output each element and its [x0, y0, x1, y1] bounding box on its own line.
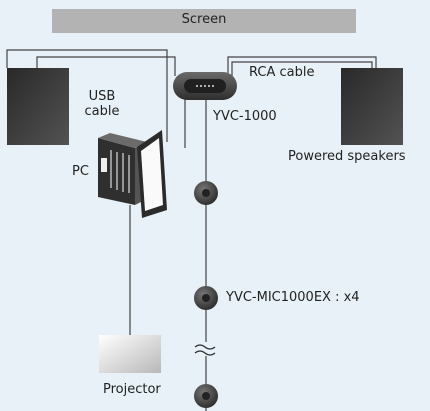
hub-label: YVC-1000 — [213, 109, 277, 124]
pc-icon — [98, 130, 167, 218]
screen-label: Screen — [181, 12, 227, 27]
rca-cable-label: RCA cable — [249, 65, 315, 80]
mic-label: YVC-MIC1000EX : x4 — [226, 290, 360, 305]
pc-label: PC — [72, 164, 89, 179]
screen-bar — [52, 9, 356, 33]
speakers-label: Powered speakers — [288, 149, 406, 164]
projector-icon — [99, 335, 161, 373]
break-symbol-icon — [193, 342, 219, 356]
wires — [6, 49, 377, 411]
projector-label: Projector — [103, 382, 161, 397]
wire-left-speaker-outer — [6, 49, 168, 142]
speaker-right-icon — [341, 68, 403, 145]
usb-cable-label: USB cable — [84, 89, 120, 119]
speaker-left-icon — [7, 68, 69, 145]
mic-icon — [194, 181, 218, 408]
wire-left-speaker-inner — [36, 56, 176, 76]
hub-icon — [173, 72, 237, 100]
wire-hub-to-speakers — [227, 56, 377, 76]
wire-hub-to-speakers-2 — [231, 61, 373, 76]
